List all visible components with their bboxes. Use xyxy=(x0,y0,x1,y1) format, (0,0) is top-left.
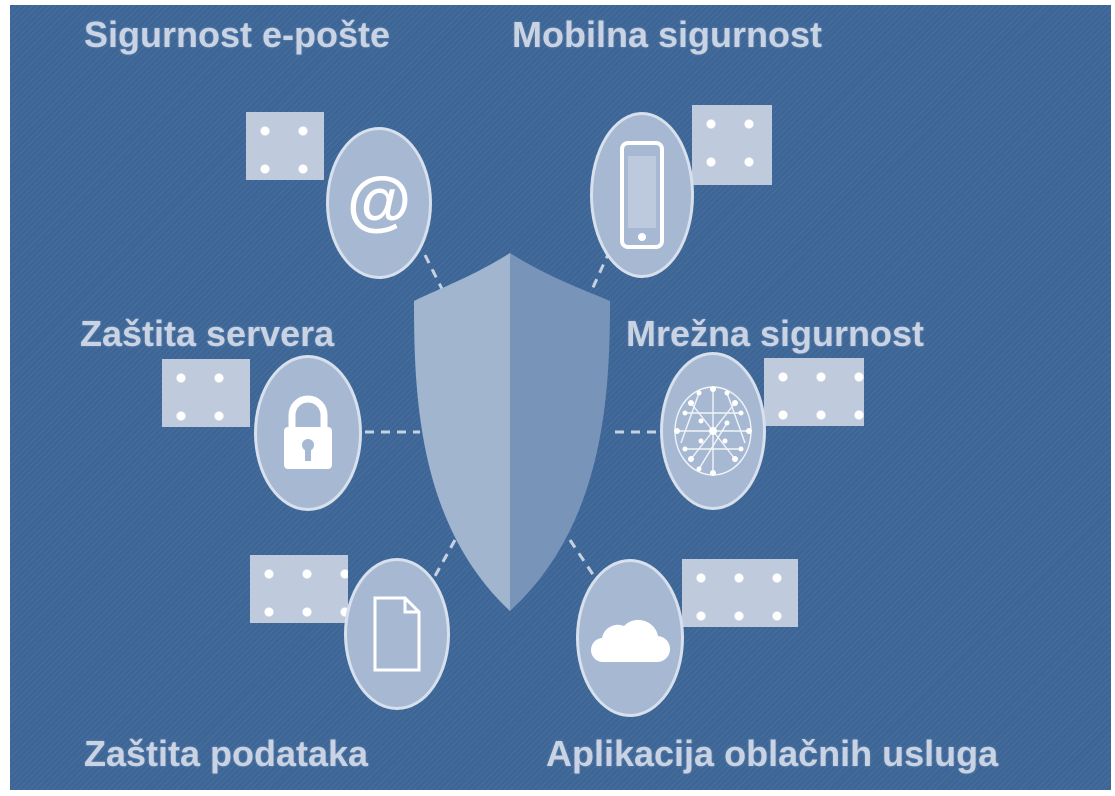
network-globe-icon xyxy=(674,386,752,476)
cloud-icon xyxy=(591,619,670,663)
at-sign-icon: @ xyxy=(347,168,411,237)
dotted-box-server xyxy=(162,359,250,427)
label-cloud-apps: Aplikacija oblačnih usluga xyxy=(546,733,999,774)
dotted-box-mobile xyxy=(692,105,772,185)
diagram-background: Sigurnost e-pošte Mobilna sigurnost Zašt… xyxy=(10,5,1111,790)
document-icon xyxy=(373,596,421,672)
server-protection-node xyxy=(254,355,362,511)
smartphone-icon xyxy=(620,141,664,249)
dotted-box-data xyxy=(250,555,348,623)
email-security-node: @ xyxy=(326,127,432,279)
label-data-protection: Zaštita podataka xyxy=(84,733,369,774)
connector-data xyxy=(428,539,457,586)
label-server-protection: Zaštita servera xyxy=(80,313,335,354)
dotted-box-cloud xyxy=(682,559,798,627)
svg-text:@: @ xyxy=(347,168,411,237)
dotted-box-email xyxy=(246,112,324,180)
label-network-security: Mrežna sigurnost xyxy=(626,313,925,354)
padlock-icon xyxy=(284,395,332,469)
label-email-security: Sigurnost e-pošte xyxy=(84,14,391,55)
mobile-security-node xyxy=(590,112,694,278)
dotted-box-network xyxy=(764,358,864,426)
label-mobile-security: Mobilna sigurnost xyxy=(512,14,822,55)
shield-icon xyxy=(414,253,610,611)
network-security-node xyxy=(660,352,766,510)
data-protection-node xyxy=(344,558,450,710)
cloud-apps-node xyxy=(576,559,684,717)
connectors-and-shield xyxy=(365,249,660,611)
